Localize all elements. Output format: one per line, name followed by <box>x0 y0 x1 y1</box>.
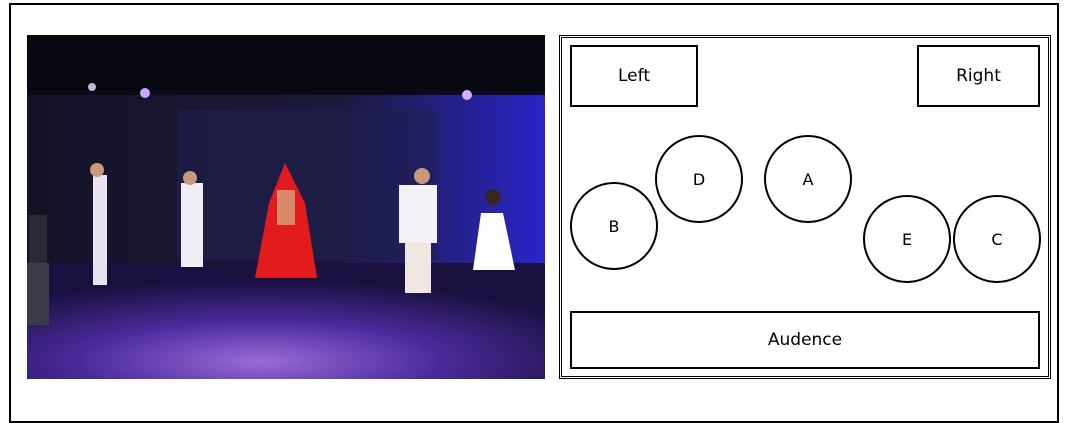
stage-left-label: Left <box>618 66 650 86</box>
stage-left-box: Left <box>570 45 698 107</box>
stage-diagram: Left Right D A B E C Audence <box>559 35 1051 379</box>
position-e-label: E <box>901 229 913 249</box>
position-c-label: C <box>991 229 1003 249</box>
position-c: C <box>953 195 1041 283</box>
audience-box: Audence <box>570 311 1040 369</box>
position-e: E <box>863 195 951 283</box>
position-d-label: D <box>692 169 706 189</box>
stage-right-label: Right <box>956 66 1001 86</box>
position-a-label: A <box>802 169 814 189</box>
position-d: D <box>655 135 743 223</box>
audience-label: Audence <box>767 330 843 350</box>
position-b-label: B <box>608 216 620 236</box>
position-a: A <box>764 135 852 223</box>
stage-photo <box>27 35 545 379</box>
position-b: B <box>570 182 658 270</box>
stage-right-box: Right <box>917 45 1040 107</box>
